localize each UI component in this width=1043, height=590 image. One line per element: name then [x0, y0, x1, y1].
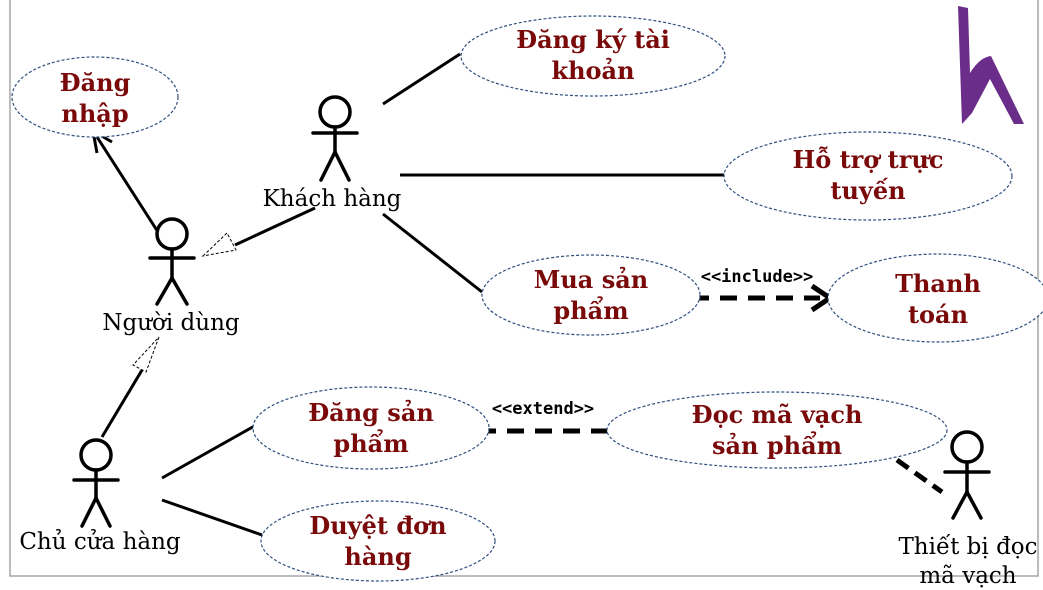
assoc-owner-post [161, 422, 259, 480]
actor-customer: Khách hàng [263, 95, 402, 212]
assoc-user-login [90, 128, 160, 233]
stick-figure-icon [943, 430, 991, 520]
use-case-scan-line2: sản phẩm [712, 431, 842, 460]
include-label: <<include>> [701, 267, 814, 287]
use-case-pay-line2: toán [908, 300, 968, 329]
actor-user-label: Người dùng [102, 310, 240, 336]
use-case-login-line2: nhập [61, 99, 128, 128]
use-case-pay: Thanh toán [827, 253, 1043, 343]
actor-scanner: Thiết bị đọc mã vạch [898, 430, 1038, 589]
stick-figure-icon [311, 95, 359, 182]
actor-customer-label: Khách hàng [263, 186, 402, 212]
actor-owner-label: Chủ cửa hàng [19, 529, 181, 555]
use-case-post-line1: Đăng sản [308, 398, 434, 427]
assoc-owner-approve [161, 498, 263, 537]
use-case-post-line2: phẩm [333, 429, 408, 458]
use-case-support: Hỗ trợ trực tuyến [723, 131, 1013, 221]
extend-label: <<extend>> [492, 399, 594, 419]
actor-owner: Chủ cửa hàng [19, 438, 181, 555]
use-case-login-line1: Đăng [60, 68, 131, 97]
use-case-support-line2: tuyến [830, 176, 905, 205]
use-case-post: Đăng sản phẩm [252, 386, 490, 470]
use-case-approve: Duyệt đơn hàng [260, 500, 496, 582]
h-logo-icon [958, 6, 1024, 124]
use-case-buy-line2: phẩm [553, 296, 628, 325]
use-case-pay-line1: Thanh [895, 269, 981, 298]
assoc-scanner-scan [895, 457, 944, 495]
use-case-register-line1: Đăng ký tài [516, 25, 670, 54]
stick-figure-icon [72, 438, 120, 528]
actor-scanner-label-line1: Thiết bị đọc [898, 534, 1037, 560]
generalization-customer-user [201, 206, 316, 257]
use-case-register: Đăng ký tài khoản [460, 15, 726, 97]
use-case-support-line1: Hỗ trợ trực [793, 145, 944, 174]
generalization-owner-user [100, 336, 160, 438]
actor-user: Người dùng [102, 217, 240, 336]
stick-figure-icon [148, 217, 196, 306]
use-case-register-line2: khoản [551, 56, 634, 85]
assoc-customer-buy [382, 212, 483, 294]
use-case-scan-line1: Đọc mã vạch [692, 400, 863, 429]
use-case-approve-line2: hàng [344, 542, 411, 571]
use-case-approve-line1: Duyệt đơn [309, 511, 446, 540]
actor-scanner-label-line2: mã vạch [919, 563, 1016, 589]
include-buy-pay [692, 283, 835, 313]
use-case-buy-line1: Mua sản [534, 265, 648, 294]
use-case-buy: Mua sản phẩm [481, 254, 701, 336]
assoc-customer-register [382, 52, 461, 106]
use-case-scan: Đọc mã vạch sản phẩm [606, 391, 948, 469]
use-case-login: Đăng nhập [11, 56, 179, 138]
